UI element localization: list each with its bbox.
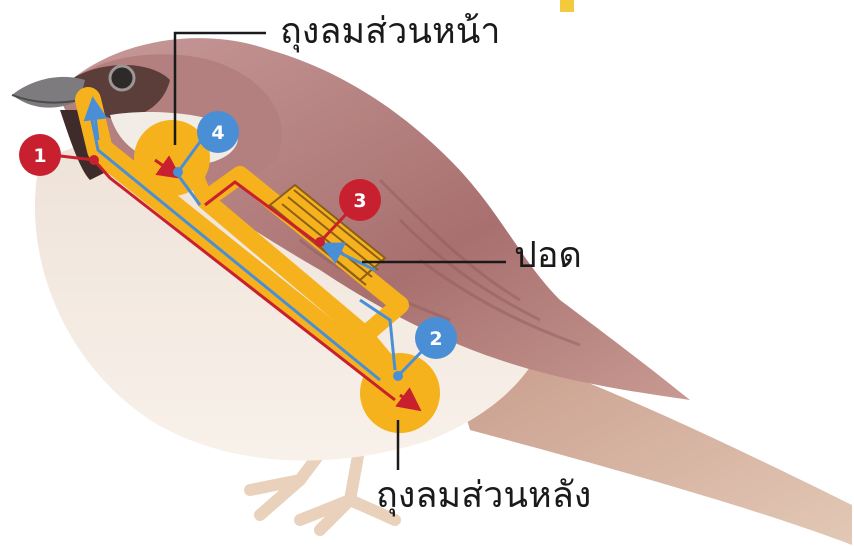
anterior-air-sac-label: ถุงลมส่วนหน้า xyxy=(280,14,501,50)
top-edge-mark xyxy=(560,0,574,12)
svg-text:3: 3 xyxy=(353,190,366,212)
svg-text:4: 4 xyxy=(211,122,224,144)
posterior-air-sac-label: ถุงลมส่วนหลัง xyxy=(376,478,591,514)
svg-text:1: 1 xyxy=(33,145,46,167)
bird-eye xyxy=(110,66,134,90)
svg-text:2: 2 xyxy=(429,328,442,350)
lung-label: ปอด xyxy=(514,238,582,274)
posterior-air-sac xyxy=(360,353,440,433)
